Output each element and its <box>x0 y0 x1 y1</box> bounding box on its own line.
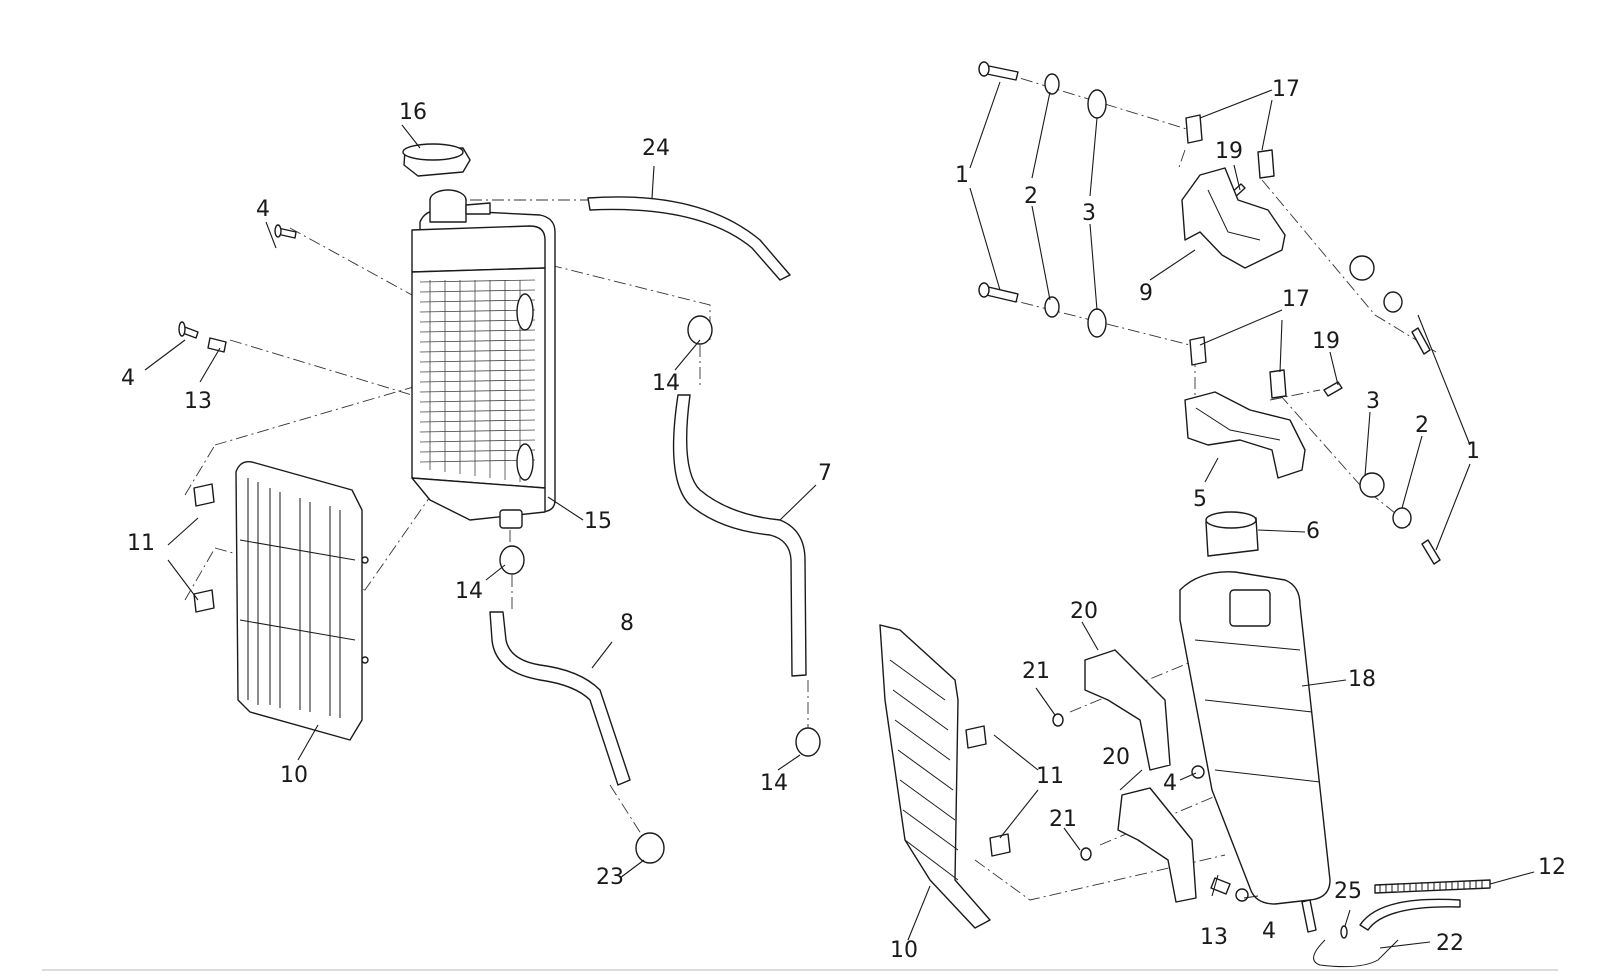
callout-4-right-bottom: 4 <box>1262 919 1276 944</box>
callout-5: 5 <box>1193 487 1207 512</box>
callout-12: 12 <box>1538 855 1566 880</box>
spring-12 <box>1374 879 1491 894</box>
callout-1-right: 1 <box>1466 439 1480 464</box>
callout-11-left: 11 <box>127 531 155 556</box>
callout-20-top: 20 <box>1070 599 1098 624</box>
overflow-hose-24 <box>587 196 791 281</box>
coolant-reservoir-18 <box>1179 571 1331 905</box>
hose-clamps-14 <box>499 315 821 757</box>
callout-8: 8 <box>620 611 634 636</box>
callout-4-left: 4 <box>121 366 135 391</box>
callout-2-top: 2 <box>1024 184 1038 209</box>
callout-19-mid: 19 <box>1312 329 1340 354</box>
callout-15: 15 <box>584 509 612 534</box>
radiator-15 <box>411 189 556 529</box>
fitting-25 <box>1340 925 1348 939</box>
callout-13-right: 13 <box>1200 925 1228 950</box>
callout-1-top: 1 <box>955 163 969 188</box>
radiator-shroud-10-right <box>879 624 991 929</box>
callout-23: 23 <box>596 865 624 890</box>
callout-24: 24 <box>642 136 670 161</box>
hose-clamp-23 <box>635 832 665 864</box>
brackets-20 <box>1084 649 1197 903</box>
callout-10-left: 10 <box>280 763 308 788</box>
callout-18: 18 <box>1348 667 1376 692</box>
callout-21-top: 21 <box>1022 659 1050 684</box>
clips-11-right <box>965 725 1011 857</box>
bracket-9 <box>1181 167 1286 269</box>
callout-17-top: 17 <box>1272 77 1300 102</box>
callout-13-left: 13 <box>184 389 212 414</box>
bracket-5 <box>1184 391 1306 479</box>
callout-16: 16 <box>399 100 427 125</box>
callout-7: 7 <box>818 461 832 486</box>
callout-21-bottom: 21 <box>1049 807 1077 832</box>
callout-20-bottom: 20 <box>1102 745 1130 770</box>
callout-4-right-top: 4 <box>1163 771 1177 796</box>
callout-19-top: 19 <box>1215 139 1243 164</box>
callout-labels: 16 4 24 4 13 14 11 15 14 7 8 10 14 23 1 … <box>121 77 1566 963</box>
reservoir-cap-6 <box>1205 511 1259 557</box>
radiator-cap-16 <box>402 143 471 177</box>
callout-9: 9 <box>1139 281 1153 306</box>
callout-17-mid: 17 <box>1282 287 1310 312</box>
clips-17 <box>1185 114 1287 399</box>
callout-3-right: 3 <box>1366 389 1380 414</box>
screws-4-right <box>1191 765 1249 902</box>
callout-14-bottom: 14 <box>760 771 788 796</box>
spacers-2 <box>1044 73 1412 529</box>
overflow-tube-22 <box>1301 898 1461 968</box>
grommets-3 <box>1087 89 1385 498</box>
radiator-shroud-10-left <box>235 461 369 741</box>
leader-lines <box>144 81 1535 949</box>
hose-7 <box>672 394 807 677</box>
callout-22: 22 <box>1436 931 1464 956</box>
radiator-core-fins <box>419 279 536 482</box>
callout-25: 25 <box>1334 879 1362 904</box>
callout-2-right: 2 <box>1415 413 1429 438</box>
callout-14-mid: 14 <box>455 579 483 604</box>
bolts-1 <box>978 61 1441 565</box>
callout-10-right: 10 <box>890 938 918 963</box>
clips-11-left <box>193 483 215 613</box>
screws-21 <box>1052 713 1092 861</box>
callout-4-top-left: 4 <box>256 197 270 222</box>
callout-14-top: 14 <box>652 371 680 396</box>
callout-6: 6 <box>1306 519 1320 544</box>
hose-8 <box>489 611 631 786</box>
callout-11-right: 11 <box>1036 764 1064 789</box>
screws-left <box>178 224 297 353</box>
callout-3-top: 3 <box>1082 201 1096 226</box>
